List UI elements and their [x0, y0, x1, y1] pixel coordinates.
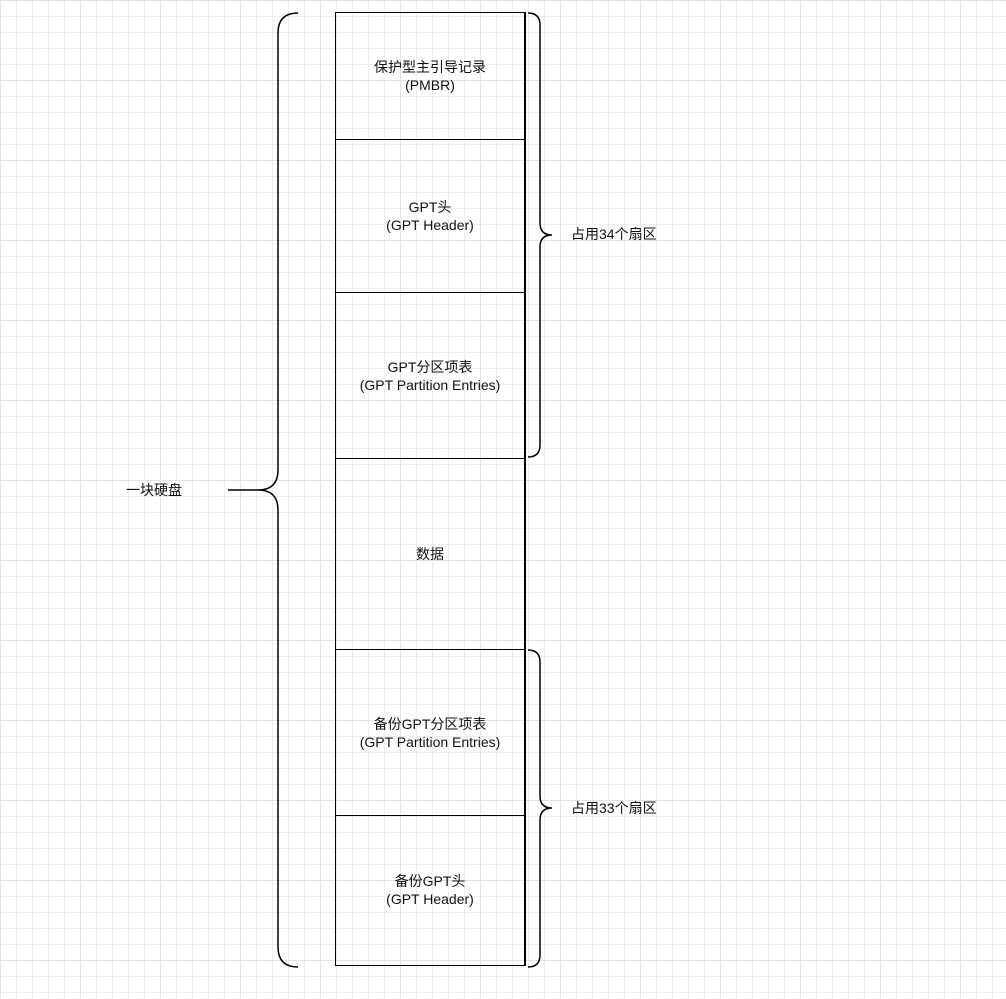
- disk-stack: 保护型主引导记录 (PMBR) GPT头 (GPT Header) GPT分区项…: [335, 12, 526, 966]
- block-backup-gpt-entries-title: 备份GPT分区项表: [373, 715, 487, 732]
- block-data: 数据: [336, 459, 524, 650]
- block-gpt-header-title: GPT头: [408, 199, 452, 215]
- block-pmbr: 保护型主引导记录 (PMBR): [336, 13, 524, 140]
- top-brace-label: 占用34个扇区: [571, 226, 657, 242]
- block-gpt-header: GPT头 (GPT Header): [336, 140, 524, 293]
- block-pmbr-title: 保护型主引导记录: [374, 59, 486, 75]
- bottom-brace: [527, 649, 553, 968]
- block-data-title: 数据: [416, 546, 444, 562]
- disk-label: 一块硬盘: [126, 482, 182, 498]
- top-brace: [527, 12, 553, 458]
- block-backup-gpt-header: 备份GPT头 (GPT Header): [336, 816, 524, 964]
- block-backup-gpt-entries-subtitle: (GPT Partition Entries): [359, 733, 501, 750]
- block-gpt-header-subtitle: (GPT Header): [386, 217, 474, 233]
- block-pmbr-subtitle: (PMBR): [405, 77, 455, 93]
- block-gpt-entries-title: GPT分区项表: [387, 358, 473, 375]
- block-backup-gpt-entries: 备份GPT分区项表 (GPT Partition Entries): [336, 650, 524, 816]
- block-gpt-entries-subtitle: (GPT Partition Entries): [359, 376, 501, 393]
- disk-brace: [257, 12, 299, 968]
- bottom-brace-label: 占用33个扇区: [571, 800, 657, 816]
- block-gpt-entries: GPT分区项表 (GPT Partition Entries): [336, 293, 524, 459]
- block-backup-gpt-header-subtitle: (GPT Header): [386, 891, 474, 907]
- block-backup-gpt-header-title: 备份GPT头: [394, 873, 466, 889]
